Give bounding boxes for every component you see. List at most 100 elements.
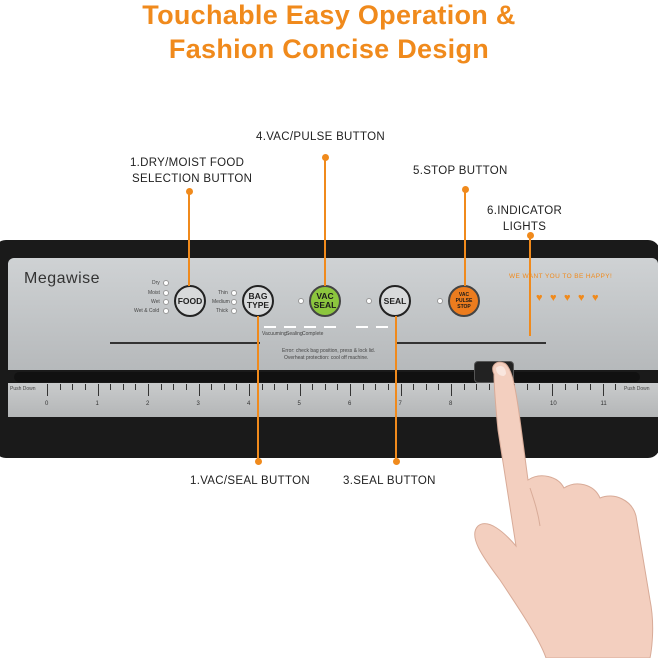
callout-indicator: 6.INDICATOR LIGHTS <box>487 203 562 235</box>
stop-label-line1: VAC PULSE <box>455 292 473 304</box>
ruler-tick <box>84 384 86 390</box>
status-sealing: Sealing <box>286 331 303 337</box>
ruler-tick <box>350 384 351 396</box>
panel-divider-left <box>110 342 260 344</box>
ruler-tick <box>552 384 553 396</box>
callout-line-stop <box>464 190 466 286</box>
bag-led-thin <box>231 290 237 296</box>
ruler-tick <box>312 384 314 390</box>
ruler-tick <box>110 384 112 390</box>
bag-type-button[interactable]: BAG TYPE <box>242 285 274 317</box>
callout-line-indicator <box>529 236 531 336</box>
status-light <box>264 326 276 328</box>
food-option-moist: Moist <box>148 290 160 296</box>
ruler-number: 3 <box>196 401 200 407</box>
food-button[interactable]: FOOD <box>174 285 206 317</box>
vac-seal-button-label: VAC SEAL <box>314 292 337 310</box>
ruler-tick <box>223 384 225 390</box>
ruler-tick <box>249 384 250 396</box>
callout-vac-seal: 1.VAC/SEAL BUTTON <box>190 475 310 487</box>
ruler-number: 6 <box>348 401 352 407</box>
bag-type-label-line1: BAG <box>248 291 268 301</box>
callout-stop: 5.STOP BUTTON <box>413 165 508 177</box>
vac-seal-label-line2: SEAL <box>313 300 337 310</box>
ruler-tick <box>438 384 440 390</box>
ruler-tick <box>97 384 99 396</box>
ruler-tick <box>59 384 61 390</box>
seal-button-label: SEAL <box>383 295 407 306</box>
heart-icon: ♥ <box>592 292 599 304</box>
status-light <box>356 326 368 328</box>
ruler-number: 7 <box>398 401 402 407</box>
callout-dot <box>527 232 534 239</box>
ruler-number: 0 <box>45 401 49 407</box>
ruler-tick <box>185 384 187 390</box>
callout-line-seal <box>395 316 397 460</box>
ruler-tick <box>122 384 124 390</box>
ruler-tick <box>286 384 288 390</box>
food-option-wet: Wet <box>151 299 160 305</box>
brand-logo: Megawise <box>24 270 101 287</box>
seal-led <box>366 298 372 304</box>
callout-indicator-line1: 6.INDICATOR <box>487 205 563 217</box>
status-light <box>324 326 336 328</box>
ruler-number: 1 <box>95 401 99 407</box>
bag-option-medium: Medium <box>212 299 230 305</box>
status-light <box>376 326 388 328</box>
bag-type-label-line2: TYPE <box>246 300 270 310</box>
stop-button-label: VAC PULSE STOP <box>450 292 478 310</box>
ruler-tick <box>476 384 478 390</box>
ruler-tick <box>198 384 200 396</box>
bag-led-medium <box>231 299 237 305</box>
heart-icon: ♥ <box>550 292 557 304</box>
bag-option-thick: Thick <box>216 308 228 314</box>
seal-button[interactable]: SEAL <box>379 285 411 317</box>
callout-line-dry-moist <box>188 192 190 286</box>
measuring-ruler <box>8 383 658 417</box>
food-led-moist <box>163 290 169 296</box>
vac-seal-led <box>298 298 304 304</box>
vac-seal-button[interactable]: VAC SEAL <box>309 285 341 317</box>
callout-dot <box>186 188 193 195</box>
callout-dot <box>462 186 469 193</box>
ruler-tick <box>211 384 213 390</box>
food-button-label: FOOD <box>177 295 203 306</box>
push-down-left: Push Down <box>10 386 36 392</box>
ruler-tick <box>564 384 566 390</box>
food-led-wet-cold <box>163 308 169 314</box>
ruler-tick <box>160 384 162 390</box>
ruler-number: 11 <box>600 401 607 407</box>
ruler-tick <box>413 384 415 390</box>
ruler-tick <box>615 384 617 390</box>
ruler-tick <box>261 384 263 390</box>
ruler-tick <box>72 384 74 390</box>
ruler-number: 2 <box>146 401 150 407</box>
ruler-tick <box>488 384 490 390</box>
vac-pulse-stop-button[interactable]: VAC PULSE STOP <box>448 285 480 317</box>
heart-icon: ♥ <box>536 292 543 304</box>
food-option-wet-cold: Wet & Cold <box>134 308 160 314</box>
ruler-tick <box>387 384 389 390</box>
callout-dot <box>393 458 400 465</box>
bag-option-thin: Thin <box>218 290 228 296</box>
heart-icon: ♥ <box>564 292 571 304</box>
bag-type-button-label: BAG TYPE <box>247 292 269 310</box>
ruler-tick <box>375 384 377 390</box>
status-complete: Complete <box>302 331 324 337</box>
ruler-tick <box>47 384 48 396</box>
ruler-tick <box>148 384 149 396</box>
bag-slot <box>14 372 640 382</box>
callout-dry-moist-line2: SELECTION BUTTON <box>132 173 253 185</box>
ruler-number: 8 <box>449 401 453 407</box>
ruler-tick <box>362 384 364 390</box>
error-note-line2: Overheat protection: cool off machine. <box>284 355 369 361</box>
indicator-slogan: WE WANT YOU TO BE HAPPY! <box>509 273 613 280</box>
ruler-tick <box>602 384 604 396</box>
panel-divider-right <box>396 342 546 344</box>
headline-line-1: Touchable Easy Operation & <box>142 0 516 30</box>
callout-seal: 3.SEAL BUTTON <box>343 475 436 487</box>
ruler-tick <box>299 384 301 396</box>
ruler-tick <box>337 384 339 390</box>
callout-indicator-line2: LIGHTS <box>502 221 547 233</box>
ruler-tick <box>451 384 452 396</box>
